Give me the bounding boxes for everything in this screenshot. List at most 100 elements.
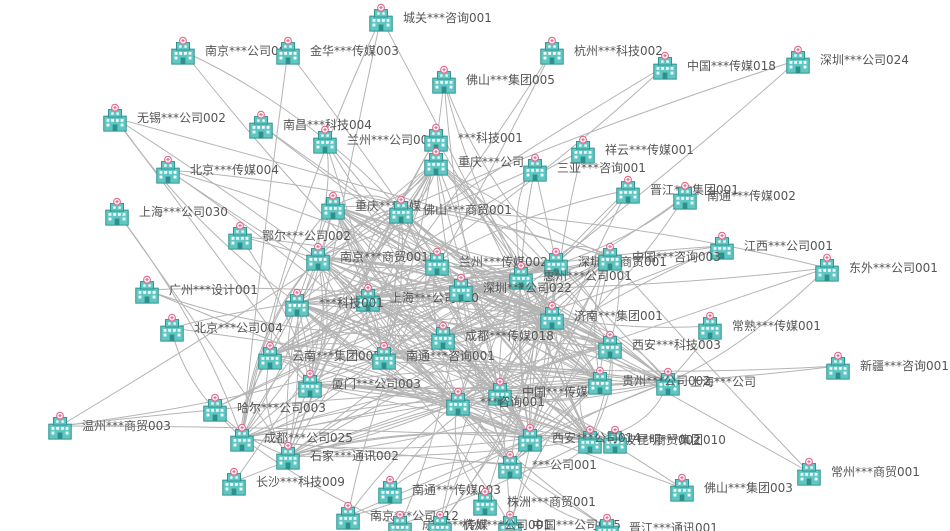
- graph-node[interactable]: 晋江***集团001: [616, 175, 739, 204]
- graph-node[interactable]: 祥云***传媒001: [571, 135, 694, 164]
- graph-node[interactable]: 无锡***公司002: [103, 103, 226, 132]
- graph-node[interactable]: 中国***咨询003: [598, 242, 721, 271]
- graph-node[interactable]: ***科技001: [424, 123, 523, 152]
- graph-node[interactable]: 株洲***商贸001: [473, 487, 596, 516]
- graph-node[interactable]: 兰州***传媒002: [425, 247, 548, 276]
- graph-node[interactable]: 深圳***公司022: [449, 273, 572, 302]
- edge: [287, 439, 591, 458]
- graph-node[interactable]: 杭州***公司001: [428, 510, 551, 531]
- edge: [332, 205, 462, 289]
- graph-node[interactable]: 重庆***公司: [424, 147, 524, 176]
- graph-node[interactable]: 上海***公司030: [105, 197, 228, 226]
- graph-node[interactable]: 南通***咨询001: [372, 341, 495, 370]
- edge: [399, 287, 462, 526]
- graph-node[interactable]: 宁波***商贸002: [578, 425, 701, 454]
- graph-node[interactable]: 南通***传媒002: [673, 181, 796, 210]
- node-label: 东外***公司001: [849, 261, 938, 275]
- node-label: 北京***传媒004: [190, 162, 279, 177]
- graph-node[interactable]: ***咨询001: [446, 387, 545, 416]
- graph-node[interactable]: 南京***商贸001: [306, 242, 429, 271]
- graph-node[interactable]: 晋江***通讯001: [595, 513, 718, 531]
- building-icon: [797, 457, 821, 486]
- graph-node[interactable]: 厦门***公司003: [298, 369, 421, 398]
- edge: [296, 275, 522, 304]
- node-label: 广州***设计001: [169, 283, 258, 297]
- graph-node[interactable]: 惠州***公司001: [509, 261, 632, 290]
- graph-node[interactable]: 南昌***科技004: [249, 110, 372, 139]
- edge: [389, 391, 501, 491]
- edge: [499, 381, 669, 395]
- graph-node[interactable]: 常州***商贸001: [797, 457, 920, 486]
- node-label: 成都***公司025: [264, 431, 353, 445]
- graph-node[interactable]: 广州***设计001: [135, 275, 258, 304]
- node-label: 惠州***公司001: [543, 269, 632, 283]
- graph-node[interactable]: 西安***公司014: [518, 423, 641, 452]
- edge: [317, 256, 438, 269]
- edge: [520, 275, 591, 441]
- edge: [457, 376, 601, 403]
- graph-node[interactable]: ***科技001: [285, 288, 384, 317]
- graph-node[interactable]: 三亚***咨询001: [523, 153, 646, 182]
- graph-node[interactable]: 中国***传媒018: [653, 51, 776, 80]
- edge: [529, 256, 611, 439]
- graph-node[interactable]: 石家***通讯002: [276, 441, 399, 470]
- graph-node[interactable]: 北京***公司004: [160, 313, 283, 342]
- edge: [114, 117, 298, 304]
- graph-node[interactable]: 哈尔***公司003: [203, 393, 326, 422]
- graph-node[interactable]: 贵州***公司002: [588, 366, 711, 395]
- graph-node[interactable]: 江西***公司001: [710, 231, 833, 260]
- edge: [317, 256, 459, 403]
- graph-node[interactable]: ***公司001: [498, 450, 597, 479]
- graph-node[interactable]: 成都***公司025: [230, 423, 353, 452]
- edge-layer: [59, 17, 839, 529]
- graph-node[interactable]: 佛山***集团003: [670, 473, 793, 502]
- graph-node[interactable]: 上海***公司: [656, 367, 756, 396]
- edge: [529, 189, 629, 439]
- graph-node[interactable]: 深圳***公司024: [786, 45, 909, 74]
- edge: [296, 302, 531, 439]
- graph-node[interactable]: 西安***科技003: [598, 330, 721, 359]
- edge: [400, 209, 591, 441]
- graph-node[interactable]: 新疆***咨询001: [826, 351, 949, 380]
- graph-node[interactable]: 济南***集团001: [540, 301, 663, 330]
- node-label: 南京***公司001: [205, 43, 294, 58]
- building-icon: [171, 36, 195, 65]
- graph-node[interactable]: 中国***传媒: [488, 377, 588, 406]
- graph-node[interactable]: 昆明***集团010: [603, 425, 726, 454]
- graph-node[interactable]: 云南***集团005: [258, 341, 381, 370]
- graph-node[interactable]: 温州***商贸003: [48, 411, 171, 440]
- node-label: 佛山***集团005: [466, 72, 555, 87]
- edge: [287, 267, 828, 457]
- graph-node[interactable]: 佛山***集团005: [432, 65, 555, 94]
- node-label: 兰州***公司008: [347, 133, 436, 147]
- edge: [443, 79, 557, 263]
- node-label: 温州***商贸003: [82, 418, 171, 433]
- edge: [114, 117, 611, 258]
- edge: [436, 261, 553, 317]
- building-icon: [336, 501, 360, 530]
- building-icon: [321, 191, 345, 220]
- graph-node[interactable]: 成都***传媒018: [431, 321, 554, 350]
- graph-node[interactable]: 城关***咨询001: [369, 3, 492, 32]
- graph-node[interactable]: 杭州***科技002: [540, 36, 663, 65]
- graph-node[interactable]: 佛山***商贸001: [389, 195, 512, 224]
- edge: [324, 139, 444, 337]
- edge: [332, 205, 511, 466]
- edge: [435, 161, 531, 439]
- graph-node[interactable]: 北京***传媒004: [156, 155, 279, 184]
- edge: [347, 401, 459, 517]
- graph-node[interactable]: 金华***传媒003: [276, 36, 399, 65]
- graph-node[interactable]: 兰州***公司008: [313, 125, 436, 154]
- node-label: 中国***咨询003: [632, 249, 721, 264]
- graph-node[interactable]: 长沙***科技009: [222, 467, 345, 496]
- node-label: 深圳***公司022: [483, 281, 572, 295]
- building-icon: [378, 475, 402, 504]
- graph-node[interactable]: 南京***公司001: [171, 36, 294, 65]
- edge: [317, 256, 611, 346]
- graph-node[interactable]: 常熟***传媒001: [698, 311, 821, 340]
- graph-node[interactable]: 东外***公司001: [815, 253, 938, 282]
- graph-node[interactable]: 鄂尔***公司002: [228, 221, 351, 250]
